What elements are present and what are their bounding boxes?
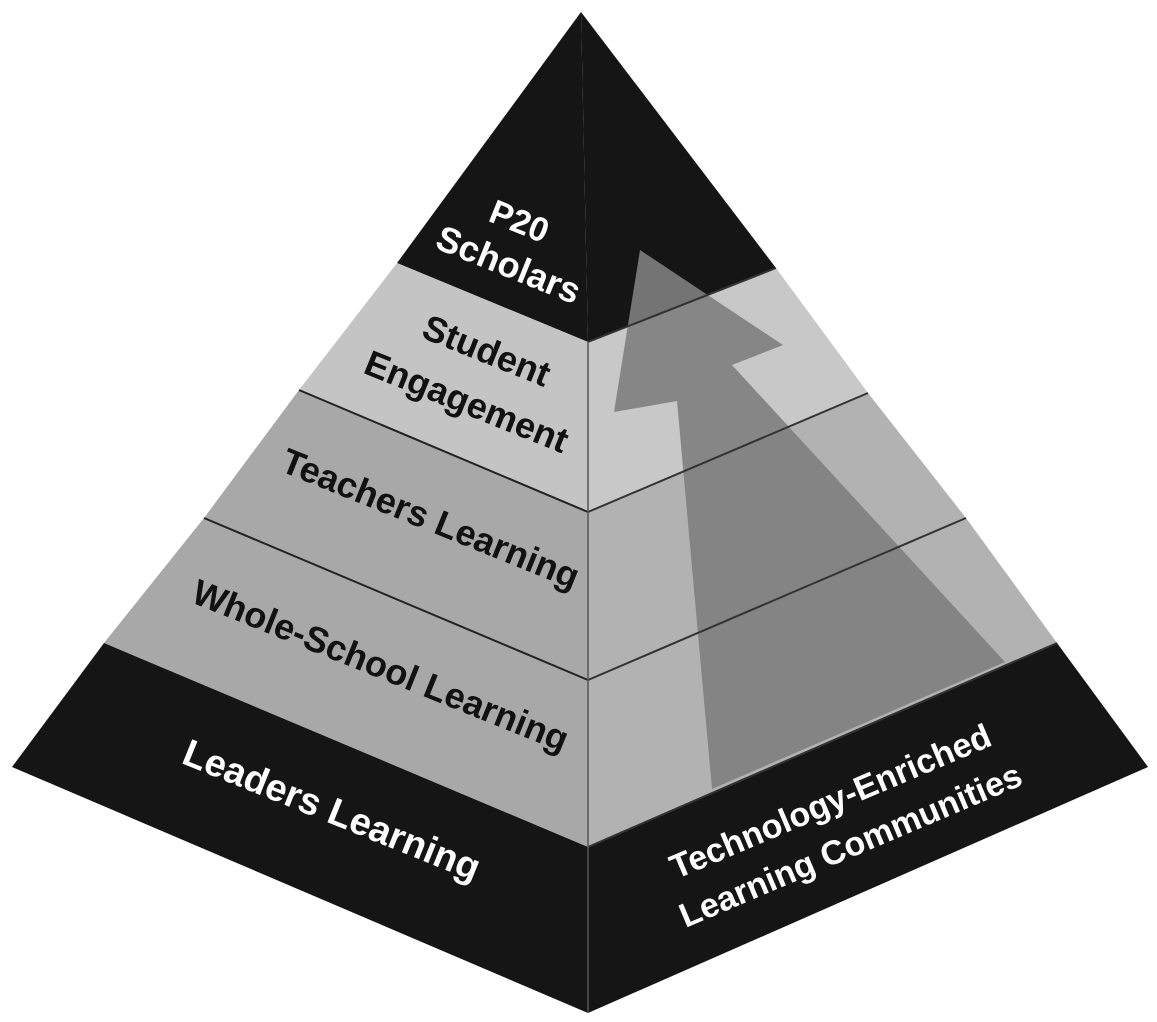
left-band-p20-scholars (397, 12, 588, 342)
left-band-student-engagement (299, 263, 588, 512)
left-band-teachers-learning (204, 390, 588, 680)
right-face (581, 12, 1148, 1013)
right-band-technology (588, 643, 1148, 1013)
band-divider (587, 642, 1058, 848)
right-band-top (581, 12, 776, 342)
band-divider (587, 392, 869, 513)
upward-arrow (614, 250, 1005, 789)
band-divider (203, 517, 589, 681)
band-divider (587, 517, 967, 681)
band-divider (298, 389, 589, 513)
band-divider (587, 267, 777, 343)
left-face (12, 12, 589, 1013)
left-band-whole-school-learning (104, 518, 588, 847)
left-band-leaders-learning (12, 643, 588, 1013)
